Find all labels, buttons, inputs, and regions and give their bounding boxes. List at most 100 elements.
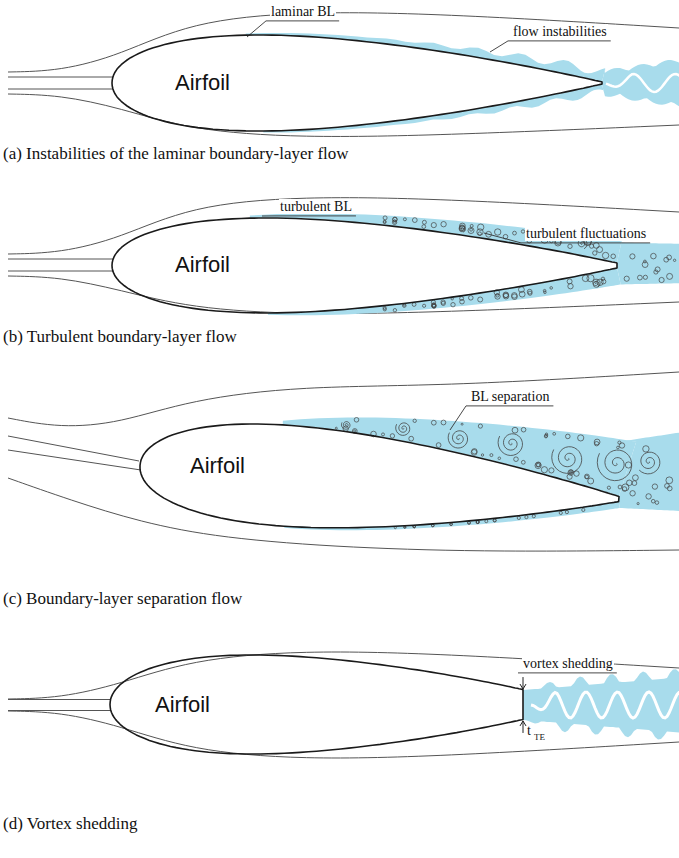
eddy-circle [549, 468, 554, 473]
eddy-circle [521, 427, 526, 432]
eddy-circle [553, 432, 556, 435]
eddy-circle [413, 525, 415, 527]
eddy-circle [537, 463, 540, 466]
airfoil-contour [140, 423, 619, 527]
eddy-circle [643, 275, 647, 279]
eddy-circle [478, 424, 482, 428]
eddy-circle [476, 521, 479, 524]
label-underline [266, 20, 339, 21]
turbulent-boundary-layer [284, 501, 620, 530]
panel-caption: (a) Instabilities of the laminar boundar… [3, 145, 349, 164]
eddy-circle [565, 510, 568, 513]
eddy-circle [607, 486, 610, 489]
vortex-street [520, 669, 679, 739]
streamlines [8, 13, 679, 758]
eddy-spiral [459, 226, 465, 232]
eddy-circle [525, 516, 528, 519]
eddy-circle [514, 457, 519, 462]
eddy-circle [493, 519, 496, 522]
eddy-circle [460, 299, 465, 304]
eddy-spiral [448, 431, 467, 448]
eddy-circle [431, 420, 436, 425]
eddy-circle [593, 281, 599, 287]
eddy-circle [476, 521, 479, 524]
eddy-circle [541, 467, 547, 473]
eddy-circle [574, 471, 579, 476]
streamline [8, 478, 679, 551]
eddy-circle [436, 443, 441, 448]
eddy-circle [630, 254, 635, 259]
eddy-circle [513, 231, 517, 235]
eddy-circle [495, 229, 501, 235]
eddy-circle [611, 254, 616, 259]
turbulent-boundary-layer [268, 268, 621, 316]
eddy-spiral [593, 279, 600, 287]
eddy-circle [404, 526, 406, 528]
annotations [247, 21, 650, 673]
eddy-circle [472, 449, 477, 454]
eddy-circle [412, 303, 416, 307]
eddy-circle [422, 220, 426, 224]
label-underline [518, 672, 617, 673]
eddy-circle [535, 462, 541, 468]
label-underline [466, 405, 553, 406]
stagnation-streamline [8, 89, 113, 90]
panel-caption: (c) Boundary-layer separation flow [3, 590, 242, 609]
eddy-circle [476, 521, 479, 524]
eddy-circle [478, 232, 482, 236]
eddy-circle [659, 277, 664, 282]
eddy-circle [393, 217, 397, 221]
eddy-circle [638, 275, 643, 280]
eddy-circle [527, 289, 532, 294]
callout-label: vortex shedding [522, 656, 614, 671]
subscript: TE [534, 733, 545, 743]
eddy-circle [644, 260, 647, 263]
eddy-circle [521, 460, 525, 464]
eddy-circle [481, 454, 483, 456]
stagnation-streamline [8, 699, 111, 700]
eddy-circle [637, 503, 639, 505]
eddy-circle [597, 247, 603, 253]
eddy-circle [630, 491, 635, 496]
eddy-circle [468, 228, 474, 234]
eddy-circle [469, 296, 474, 301]
panel-caption: (d) Vortex shedding [3, 815, 137, 834]
thickness-arrow [523, 677, 524, 689]
eddy-circle [503, 293, 509, 299]
eddy-spiral [498, 434, 522, 456]
eddy-circle [404, 526, 406, 528]
eddy-circle [459, 226, 465, 232]
thickness-arrow [523, 721, 524, 733]
eddy-circle [432, 303, 436, 307]
eddy-circle [498, 457, 501, 460]
eddy-circle [625, 462, 631, 468]
laminar-boundary-layer [246, 33, 606, 82]
airfoil: Airfoil [108, 653, 525, 756]
stagnation-streamline [8, 271, 113, 272]
eddy-circle [593, 243, 599, 249]
eddy-circle [503, 292, 509, 298]
eddy-circle [632, 481, 637, 486]
eddy-circle [568, 244, 572, 248]
eddy-circle [550, 287, 553, 290]
laminar-boundary-layer [263, 84, 603, 133]
eddy-circle [654, 270, 658, 274]
eddy-circle [666, 477, 673, 484]
callout-label: flow instabilities [512, 24, 608, 39]
eddy-circle [568, 284, 573, 289]
eddy-spiral [639, 452, 660, 474]
eddy-spiral [552, 447, 582, 474]
eddy-circle [618, 485, 622, 489]
eddy-circle [570, 471, 572, 473]
callout-label: turbulent fluctuations [525, 226, 647, 241]
eddy-circle [441, 301, 445, 305]
stagnation-streamline [8, 77, 113, 78]
label-underline [508, 40, 611, 41]
eddy-circle [643, 446, 649, 452]
eddy-circle [512, 427, 518, 433]
eddy-circle [619, 443, 624, 448]
eddy-circle [422, 225, 426, 229]
eddy-circle [593, 251, 597, 255]
streamline [8, 13, 679, 72]
eddy-circle [409, 436, 414, 441]
